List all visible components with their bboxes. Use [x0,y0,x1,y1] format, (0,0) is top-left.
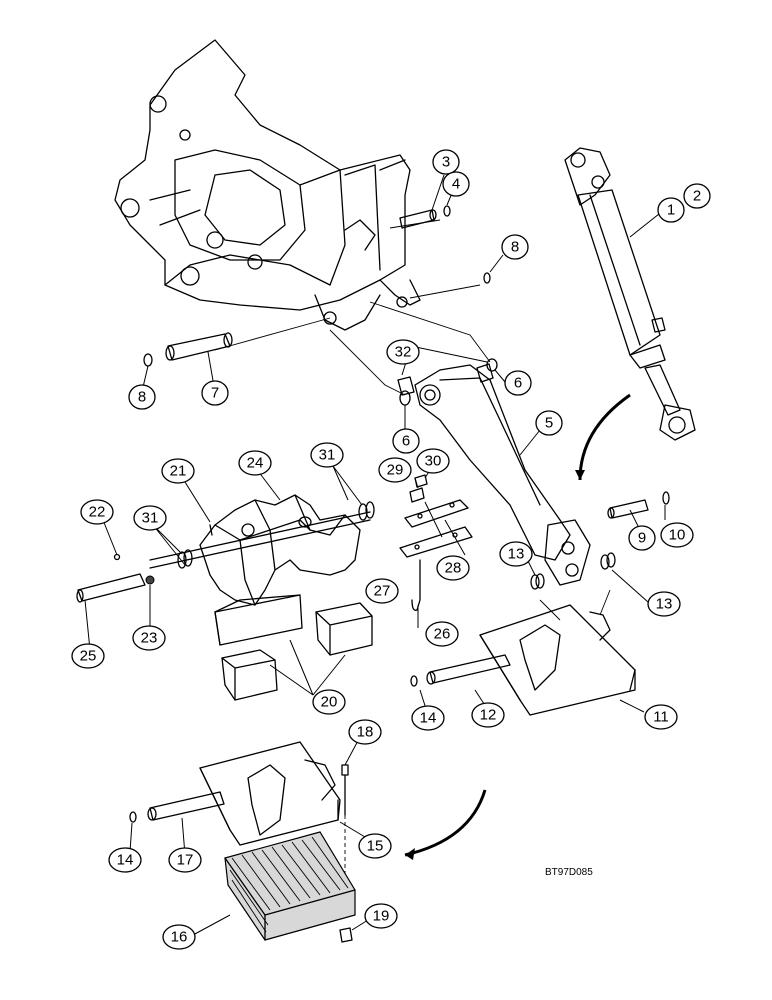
svg-text:13: 13 [508,546,525,563]
washer-13-drawing [530,552,616,590]
callout-12: 12 [471,702,505,728]
pad-16-drawing [224,831,356,941]
callout-6-left: 6 [392,428,420,454]
arm-5-drawing [414,364,591,586]
svg-text:13: 13 [656,596,673,613]
callout-21: 21 [161,458,195,484]
bushing-6-drawing [397,358,498,406]
callout-8-lower: 8 [128,384,156,410]
svg-text:8: 8 [511,239,519,256]
clamp-plate-drawing [399,474,473,611]
callout-8-upper: 8 [501,234,529,260]
svg-text:11: 11 [653,709,669,726]
nut-19-drawing [339,927,353,943]
callout-26: 26 [425,621,459,647]
callout-13-right: 13 [647,591,681,617]
svg-text:18: 18 [357,724,374,741]
callout-5: 5 [535,410,563,436]
callout-11: 11 [644,704,678,730]
callout-14-lower: 14 [108,847,142,873]
callout-24: 24 [238,450,272,476]
pad-20-drawing [214,594,373,701]
svg-text:1: 1 [667,202,675,219]
callout-16: 16 [162,924,196,950]
svg-text:20: 20 [321,694,338,711]
svg-text:26: 26 [434,626,451,643]
callout-23: 23 [132,625,166,651]
svg-text:14: 14 [420,710,437,727]
svg-text:31: 31 [319,447,336,464]
svg-text:23: 23 [141,630,158,647]
svg-text:9: 9 [638,530,646,547]
ring-8-upper-drawing [483,272,491,284]
callout-30: 30 [416,448,450,474]
callout-17: 17 [168,847,202,873]
callout-1: 1 [657,197,685,223]
callout-10: 10 [660,522,694,548]
callout-20: 20 [312,689,346,715]
callout-13-left: 13 [499,541,533,567]
callout-3: 3 [432,149,460,175]
pin-3-drawing [399,205,451,229]
callout-28: 28 [436,555,470,581]
svg-text:32: 32 [395,344,412,361]
callout-2: 2 [683,183,711,209]
callout-6-right: 6 [504,370,532,396]
svg-text:10: 10 [669,527,686,544]
callout-18: 18 [348,719,382,745]
svg-text:19: 19 [373,908,390,925]
pin-25-drawing [76,553,155,603]
svg-text:3: 3 [442,154,450,171]
bracket-24-drawing [199,494,361,606]
callout-4: 4 [442,171,470,197]
pin-17-drawing [129,791,225,823]
svg-text:5: 5 [545,415,553,432]
callout-14-upper: 14 [411,705,445,731]
svg-text:14: 14 [117,852,134,869]
svg-text:12: 12 [480,707,497,724]
svg-text:21: 21 [170,463,187,480]
callout-22: 22 [80,499,114,525]
pin-12-drawing [410,654,511,687]
svg-text:17: 17 [177,852,194,869]
main-frame-drawing [114,39,421,331]
callout-15: 15 [358,833,392,859]
svg-text:2: 2 [693,188,701,205]
callout-19: 19 [364,903,398,929]
shoe-bracket-11-drawing [479,589,636,716]
svg-text:22: 22 [89,504,106,521]
shoe-bracket-15-drawing [199,741,341,846]
callout-31-left: 31 [133,505,167,531]
svg-text:31: 31 [142,510,159,527]
screw-21-drawing [209,524,213,536]
svg-text:24: 24 [247,455,264,472]
callout-9: 9 [628,525,656,551]
drawing-code: BT97D085 [545,867,593,878]
callout-31-right: 31 [310,442,344,468]
svg-text:4: 4 [452,176,460,193]
callout-27: 27 [365,578,399,604]
hydraulic-cylinder-drawing [564,147,696,441]
callout-32: 32 [386,339,420,365]
callout-7: 7 [201,380,229,406]
svg-text:29: 29 [387,462,404,479]
callout-29: 29 [378,457,412,483]
svg-text:8: 8 [138,389,146,406]
svg-text:30: 30 [425,453,442,470]
svg-text:6: 6 [402,433,410,450]
svg-text:7: 7 [211,385,219,402]
svg-text:28: 28 [445,560,462,577]
svg-text:16: 16 [171,929,188,946]
callout-25: 25 [71,643,105,669]
washer-31-drawing [177,501,375,569]
pin-9-drawing [607,491,670,519]
svg-text:27: 27 [374,583,391,600]
svg-text:15: 15 [367,838,384,855]
pin-7-drawing [143,332,233,367]
svg-text:25: 25 [80,648,97,665]
svg-text:6: 6 [514,375,522,392]
